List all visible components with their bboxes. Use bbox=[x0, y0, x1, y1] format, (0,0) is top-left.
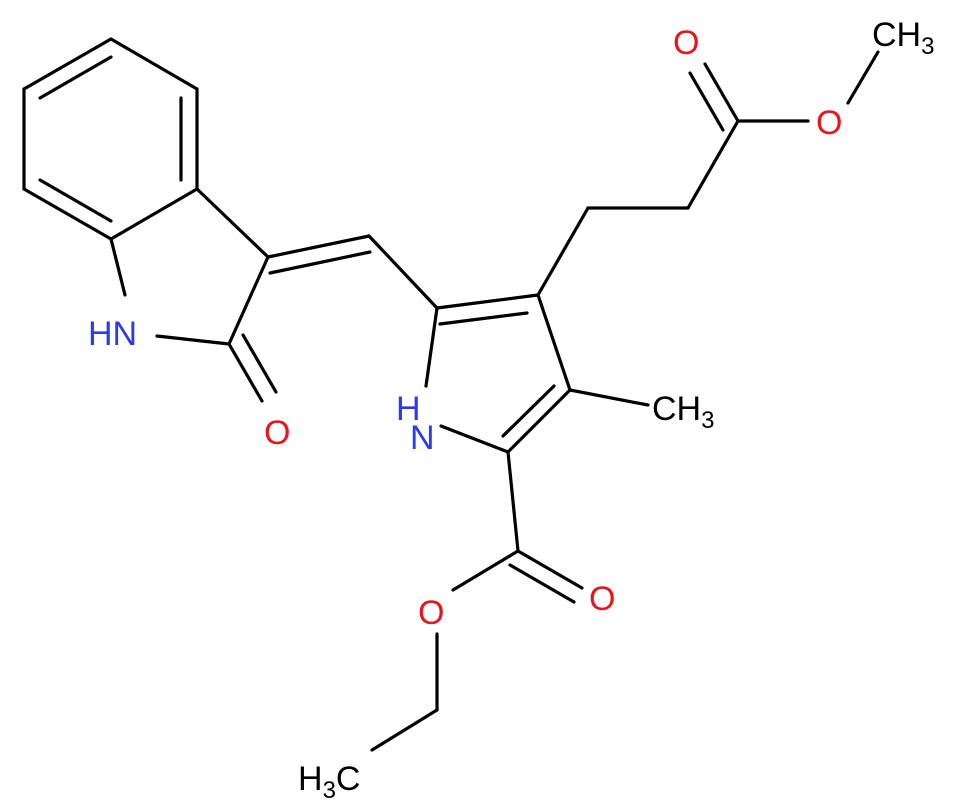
bond bbox=[370, 708, 439, 752]
bond bbox=[22, 37, 113, 91]
bond bbox=[516, 549, 584, 590]
bond bbox=[367, 234, 439, 310]
bond bbox=[846, 50, 880, 105]
pyrrole-nh-h-label: H bbox=[396, 390, 421, 428]
propanoate-carbonyl-oxygen-label: O bbox=[673, 24, 699, 62]
lactam-oxygen-label: O bbox=[264, 414, 290, 452]
propanoate-methyl-label: CH3 bbox=[872, 16, 934, 60]
bond bbox=[268, 250, 372, 275]
bond bbox=[439, 424, 510, 454]
bond bbox=[536, 293, 572, 392]
bond bbox=[241, 333, 278, 394]
bond bbox=[109, 37, 199, 91]
bond bbox=[501, 384, 556, 438]
bond bbox=[536, 206, 590, 297]
indole-nh-label: HN bbox=[88, 315, 137, 353]
bond bbox=[155, 334, 231, 346]
bond bbox=[227, 342, 264, 403]
bond bbox=[38, 178, 113, 223]
bond bbox=[227, 255, 270, 346]
bond bbox=[506, 450, 520, 553]
bond bbox=[38, 55, 113, 100]
propanoate-alkoxy-oxygen-label: O bbox=[816, 104, 842, 142]
bond bbox=[703, 62, 740, 123]
ester-carbonyl-oxygen-label: O bbox=[589, 580, 615, 618]
bond bbox=[508, 563, 576, 604]
pyrrole-nh-n-label: N bbox=[410, 419, 435, 457]
bond bbox=[686, 119, 740, 210]
bond bbox=[568, 388, 650, 407]
bond bbox=[506, 388, 572, 454]
bond bbox=[451, 549, 520, 592]
pyrrole-methyl-label: CH3 bbox=[652, 390, 714, 434]
ethyl-methyl-label: H3C bbox=[298, 760, 360, 804]
bond bbox=[109, 237, 127, 297]
bond bbox=[109, 187, 199, 241]
bond bbox=[424, 306, 439, 388]
ester-alkoxy-oxygen-label: O bbox=[418, 594, 444, 632]
bond bbox=[435, 293, 540, 310]
bond bbox=[438, 311, 529, 326]
bond bbox=[266, 234, 371, 259]
bond bbox=[195, 187, 270, 259]
bond bbox=[688, 71, 725, 132]
bond bbox=[22, 187, 113, 241]
